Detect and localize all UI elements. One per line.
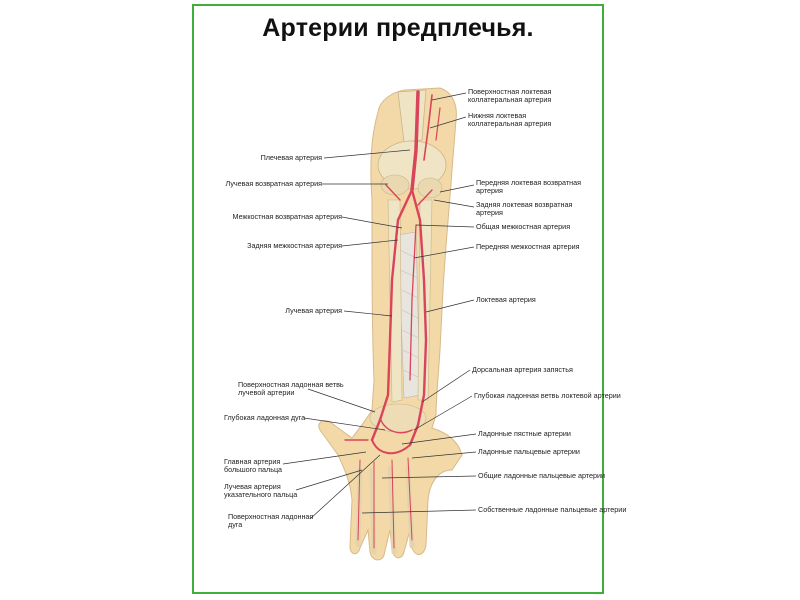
label-common-interosseous-artery: Общая межкостная артерия xyxy=(476,222,571,231)
leader-lines xyxy=(282,92,477,520)
label-radial-recurrent-artery: Лучевая возвратная артерия xyxy=(225,179,322,188)
label-radial-artery: Лучевая артерия xyxy=(285,306,342,315)
palmar-arch-path xyxy=(371,439,411,455)
label-superficial-palmar-arch: Поверхностная ладонная дуга xyxy=(228,512,314,529)
label-superficial-palmar-branch-radial: Поверхностная ладонная ветвь лучевой арт… xyxy=(238,380,344,397)
label-posterior-interosseous-artery: Задняя межкостная артерия xyxy=(247,241,342,250)
label-interosseous-recurrent-artery: Межкостная возвратная артерия xyxy=(232,212,342,221)
label-radialis-indicis-artery: Лучевая артерия указательного пальца xyxy=(224,482,298,499)
brachial-artery-path xyxy=(410,90,420,192)
poster-title: Артерии предплечья. xyxy=(262,14,534,42)
label-anterior-ulnar-recurrent-artery: Передняя локтевая возвратная артерия xyxy=(476,178,582,195)
radial-artery-path xyxy=(370,188,414,442)
label-deep-palmar-branch-ulnar: Глубокая ладонная ветвь локтевой артерии xyxy=(474,391,621,400)
artery-network xyxy=(344,90,441,549)
label-deep-palmar-arch: Глубокая ладонная дуга xyxy=(224,413,306,422)
label-superficial-ulnar-collateral-artery: Поверхностная локтевая коллатеральная ар… xyxy=(468,87,552,104)
label-proper-palmar-digital-arteries: Собственные ладонные пальцевые артерии xyxy=(478,505,627,514)
label-palmar-metacarpal-arteries: Ладонные пястные артерии xyxy=(478,429,571,438)
label-ulnar-artery: Локтевая артерия xyxy=(476,295,536,304)
label-common-palmar-digital-arteries: Общие ладонные пальцевые артерии xyxy=(478,471,606,480)
label-princeps-pollicis-artery: Главная артерия большого пальца xyxy=(224,457,283,474)
label-brachial-artery: Плечевая артерия xyxy=(260,153,322,162)
label-dorsal-carpal-artery: Дорсальная артерия запястья xyxy=(472,365,573,374)
label-anterior-interosseous-artery: Передняя межкостная артерия xyxy=(476,242,580,251)
label-inferior-ulnar-collateral-artery: Нижняя локтевая коллатеральная артерия xyxy=(468,111,552,128)
label-posterior-ulnar-recurrent-artery: Задняя локтевая возвратная артерия xyxy=(476,200,573,217)
label-palmar-digital-arteries: Ладонные пальцевые артерии xyxy=(478,447,580,456)
ulnar-artery-path xyxy=(408,188,428,447)
